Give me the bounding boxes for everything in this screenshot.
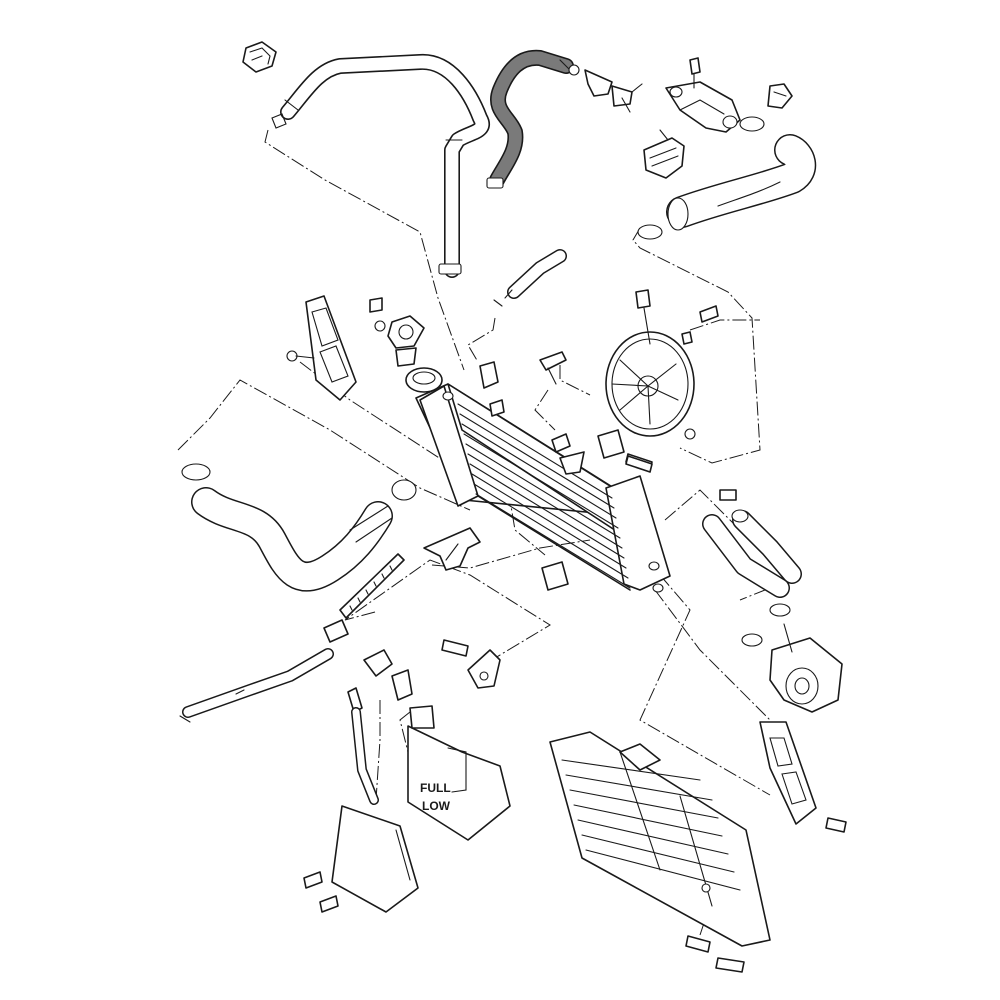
thermostat-housing [665,57,741,133]
radiator-inlet-hose [666,134,817,231]
leader-lines [177,129,791,936]
radiator-hose-lower-left [181,463,417,592]
breather-hose-highlighted [486,49,574,189]
water-pump-fitting [769,623,843,713]
thermostat [643,129,685,179]
radiator [415,383,671,593]
guard-slats [561,751,741,907]
hose-clamps-top-right [637,83,793,240]
reservoir-cap [347,649,413,713]
radiator-bracket-right [759,721,817,825]
reservoir-bracket [467,649,501,689]
reservoir-drain-hose [351,707,379,805]
bolts [303,455,847,973]
radiator-fins [457,403,631,589]
coolant-reservoir: FULL LOW [407,705,511,841]
bracket-mid [423,527,481,571]
cooling-fan [605,289,719,440]
hose-clip-top [242,41,277,73]
reservoir-strap [323,553,405,643]
radiator-bracket-left [286,295,357,401]
overflow-pipe [493,249,567,307]
thermo-sensor-top [568,64,643,113]
radiator-cap-assembly [369,297,443,393]
bypass-hose-right [702,509,802,647]
radiator-guard [549,731,771,947]
reservoir-full-label: FULL [420,781,451,795]
reservoir-low-label: LOW [422,799,451,813]
reservoir-cover [331,805,419,913]
reservoir-breather-hose [179,648,334,723]
siphon-hose-upper [271,54,490,278]
